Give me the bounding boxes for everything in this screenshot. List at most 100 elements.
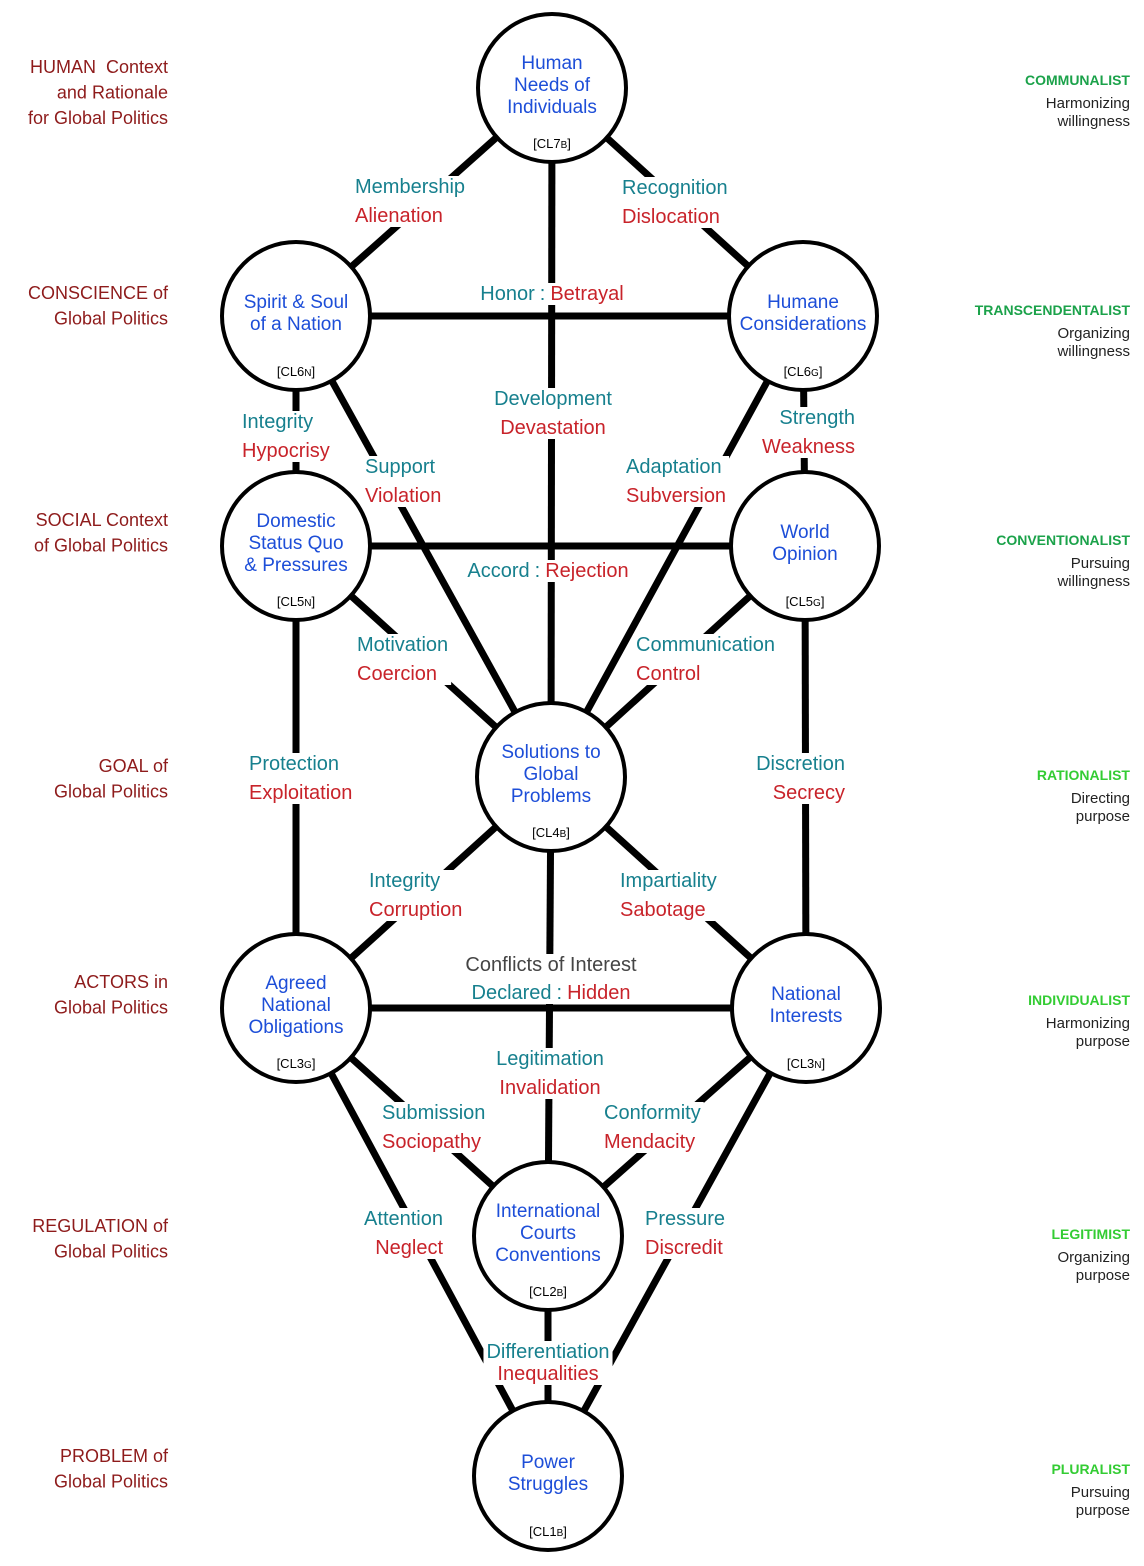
node-code-part: ]: [566, 825, 570, 840]
node-label-line: Individuals: [507, 97, 597, 118]
node-code-part: [CL5: [277, 594, 304, 609]
node-code-part: ]: [312, 364, 316, 379]
node-code-part: [CL5: [786, 594, 813, 609]
mode-description-line: Organizing: [1057, 1249, 1130, 1266]
node-circle: [472, 1160, 624, 1312]
node-code-part: ]: [819, 364, 823, 379]
label-background: [493, 1048, 607, 1099]
label-background: [758, 407, 858, 458]
label-background: [491, 388, 616, 439]
node-label-line: Domestic: [256, 511, 335, 532]
edge-label: Honor:Betrayal: [477, 283, 627, 305]
negative-term: Weakness: [762, 436, 855, 458]
negative-term: Violation: [365, 485, 441, 507]
node-code-suffix: G: [811, 368, 819, 379]
positive-term: Recognition: [622, 177, 728, 199]
positive-term: Motivation: [357, 634, 448, 656]
negative-term: Corruption: [369, 899, 462, 921]
positive-term: Strength: [779, 407, 855, 429]
node-code-suffix: B: [557, 1288, 564, 1299]
node-code-part: [CL6: [784, 364, 811, 379]
edge-relation: Honor:Betrayal: [480, 283, 623, 305]
node-label-line: Struggles: [508, 1474, 588, 1495]
context-line: GOAL of: [99, 756, 169, 776]
mode-description-line: purpose: [1076, 1267, 1130, 1284]
positive-term: Accord: [467, 560, 529, 582]
node-circle: [476, 12, 628, 164]
node-label-line: Opinion: [772, 544, 838, 565]
mode-column: COMMUNALISTHarmonizingwillingnessTRANSCE…: [975, 72, 1131, 1519]
negative-term: Discredit: [645, 1237, 723, 1259]
node-label-line: Problems: [511, 786, 591, 807]
negative-term: Sociopathy: [382, 1131, 481, 1153]
node-circle: [730, 932, 882, 1084]
positive-term: Communication: [636, 634, 775, 656]
negative-term: Hypocrisy: [242, 440, 330, 462]
node-code-part: ]: [563, 1524, 567, 1539]
node-circle: [475, 701, 627, 853]
node-code-suffix: N: [304, 598, 311, 609]
positive-term: Pressure: [645, 1208, 725, 1230]
node-circle: [729, 470, 881, 622]
mode-description-line: Directing: [1071, 790, 1130, 807]
node-code-suffix: B: [561, 140, 568, 151]
node-circle: [472, 1400, 624, 1552]
mode-heading: RATIONALIST: [1037, 767, 1131, 783]
context-line: Global Politics: [54, 782, 168, 802]
positive-term: Conformity: [604, 1102, 701, 1124]
node-label-line: of a Nation: [250, 314, 342, 335]
negative-term: Alienation: [355, 205, 443, 227]
node-code: [CL3G]: [277, 1056, 316, 1071]
label-background: [246, 753, 356, 804]
negative-term: Devastation: [500, 417, 606, 439]
positive-term: Support: [365, 456, 435, 478]
positive-term: Declared: [472, 982, 552, 1004]
mode-description-line: purpose: [1076, 808, 1130, 825]
node-circle: [220, 470, 372, 622]
positive-term: Integrity: [242, 411, 313, 433]
mode-heading: TRANSCENDENTALIST: [975, 302, 1131, 318]
node-code-part: ]: [822, 1056, 826, 1071]
edge-label: Accord:Rejection: [464, 560, 632, 582]
level-context: GOAL of Global Politics: [54, 756, 169, 802]
negative-term: Betrayal: [550, 283, 623, 305]
node-code-suffix: N: [304, 368, 311, 379]
edge-relation: Accord:Rejection: [467, 560, 628, 582]
edge-relation: Declared:Hidden: [472, 982, 631, 1004]
node-label-line: Humane: [767, 292, 839, 313]
negative-term: Mendacity: [604, 1131, 695, 1153]
node-code: [CL6N]: [277, 364, 315, 379]
positive-term: Development: [494, 388, 612, 410]
context-line: CONSCIENCE of: [28, 283, 169, 303]
node-code-part: [CL4: [532, 825, 559, 840]
relation-separator: :: [540, 283, 546, 305]
negative-term: Invalidation: [499, 1077, 600, 1099]
node-code-suffix: G: [813, 598, 821, 609]
positive-term: Attention: [364, 1208, 443, 1230]
node-code-part: ]: [821, 594, 825, 609]
mode-description-line: willingness: [1056, 343, 1130, 360]
positive-term: Discretion: [756, 753, 845, 775]
negative-term: Rejection: [545, 560, 628, 582]
relation-separator: :: [557, 982, 563, 1004]
context-line: for Global Politics: [28, 108, 168, 128]
label-background: [354, 634, 452, 685]
